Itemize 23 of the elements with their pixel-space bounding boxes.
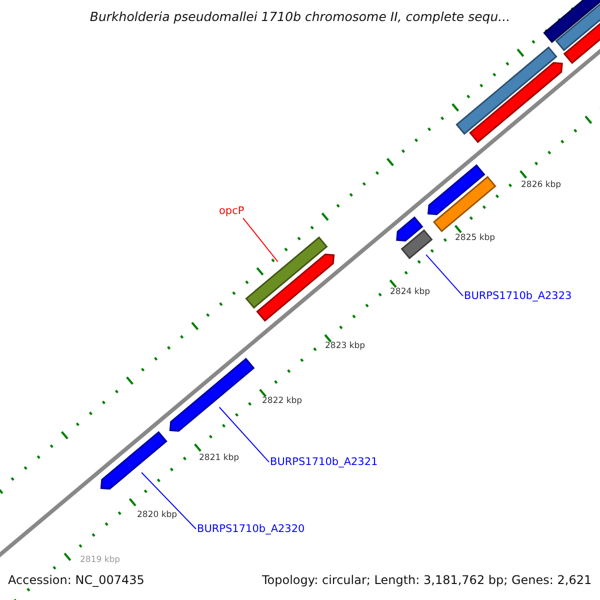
scale-label: 2824 kbp	[390, 288, 430, 298]
gene-arrow	[169, 358, 255, 432]
diagram-title: Burkholderia pseudomallei 1710b chromosome II, complete sequ...	[88, 10, 512, 24]
gene-label: BURPS1710b_A2323	[464, 290, 572, 302]
scale-label: 2823 kbp	[325, 342, 366, 352]
scale-label: 2820 kbp	[137, 511, 178, 521]
scale-label: 2822 kbp	[262, 397, 302, 407]
gene-arrow	[400, 229, 433, 260]
scale-label: 2821 kbp	[199, 454, 240, 464]
scale-label: 2825 kbp	[455, 234, 496, 244]
scale-label: 2826 kbp	[521, 181, 562, 191]
gene-arrow	[245, 236, 328, 309]
leader-line	[218, 406, 270, 463]
gene-arrow	[100, 431, 168, 490]
leader-line	[242, 218, 278, 262]
footer-text: Topology: circular; Length: 3,181,762 bp; Genes: 2,621	[262, 574, 592, 588]
gene-label: BURPS1710b_A2320	[197, 523, 305, 536]
gene-label: BURPS1710b_A2321	[270, 456, 378, 468]
leader-line	[426, 254, 464, 297]
gene-label: opcP	[219, 205, 244, 218]
scale-label: 2819 kbp	[80, 556, 120, 566]
leader-line	[141, 472, 196, 530]
footer-text: Accession: NC_007435	[8, 574, 144, 588]
